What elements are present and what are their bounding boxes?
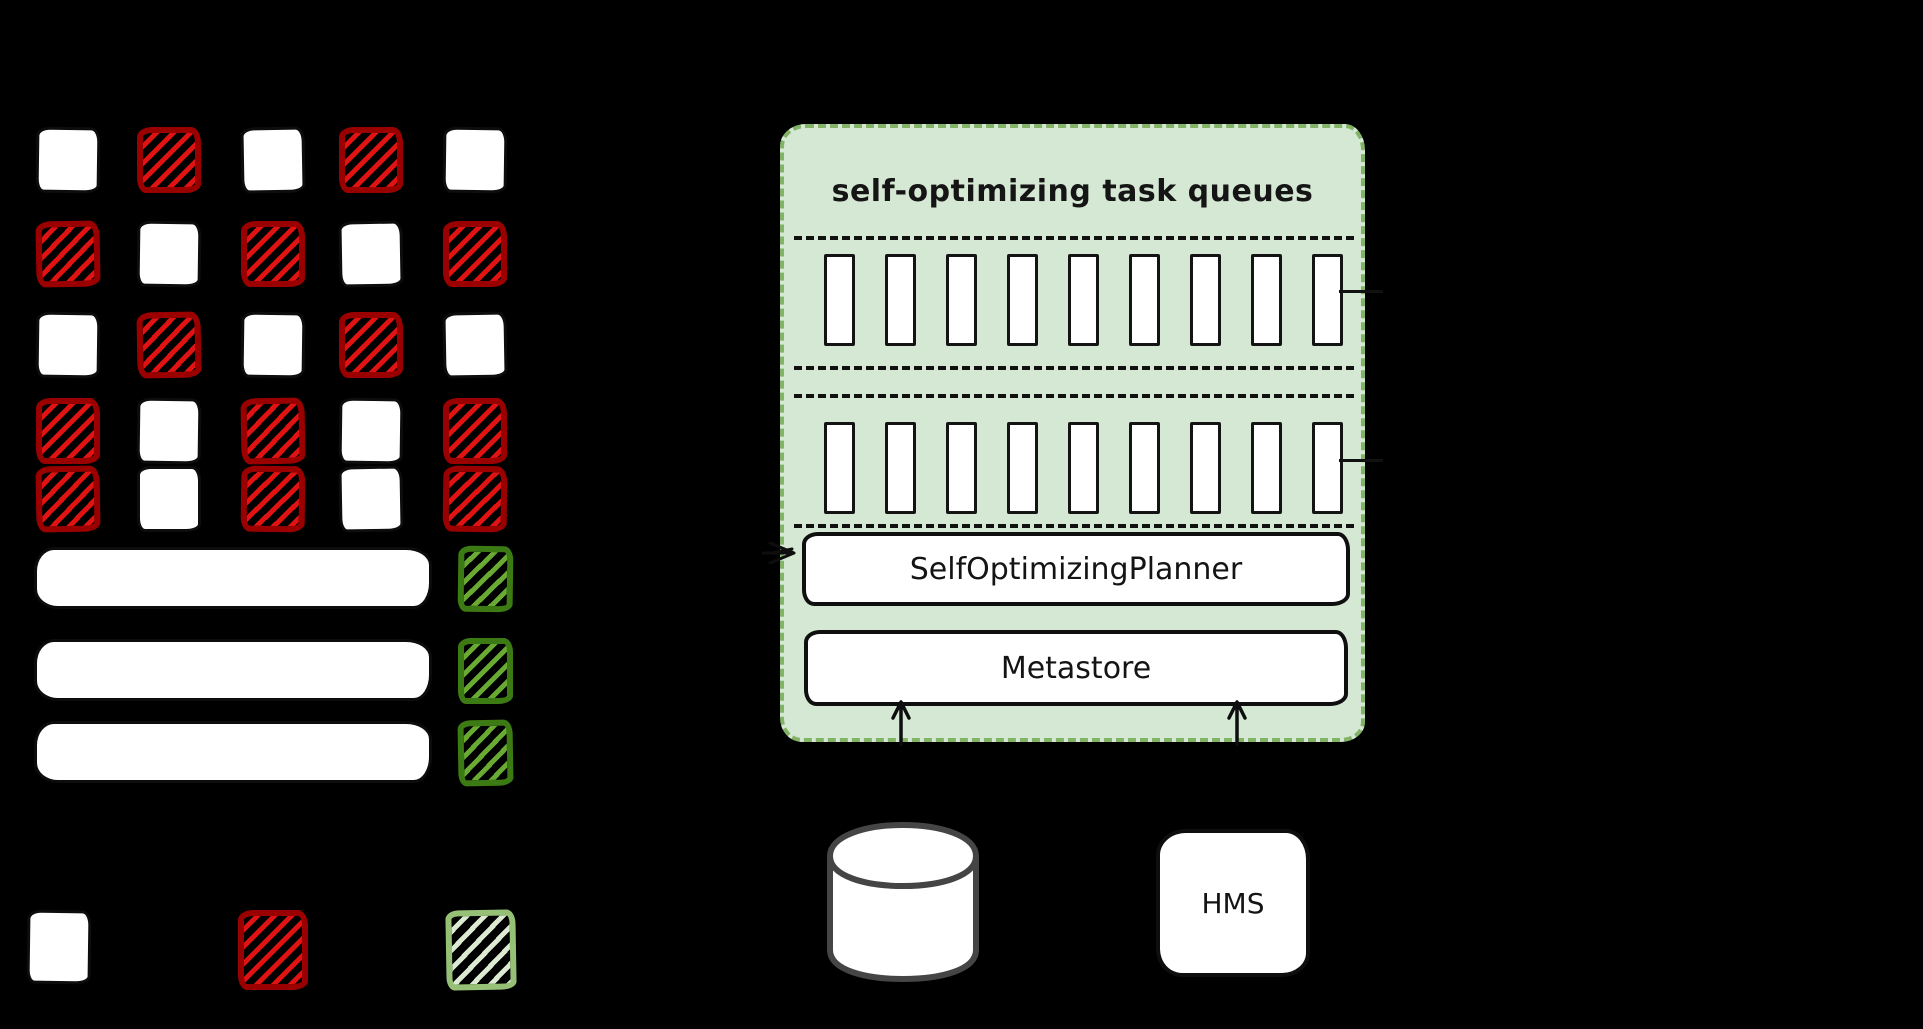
task-queue-slot: [1251, 254, 1282, 346]
task-queue-slot: [1190, 422, 1221, 514]
task-queue-slot: [1312, 422, 1343, 514]
task-queue-slot: [824, 254, 855, 346]
grid-cell-red-hatched: [339, 312, 403, 378]
task-queue-slot: [1129, 254, 1160, 346]
metastore-box: Metastore: [804, 630, 1348, 706]
green-hatched-marker: [457, 719, 514, 787]
task-queue-slot: [1068, 254, 1099, 346]
legend-swatch-red-hatched-square: [238, 910, 308, 990]
grid-cell-red-hatched: [137, 127, 201, 193]
grid-cell-white: [136, 397, 202, 465]
task-queue-slot: [885, 254, 916, 346]
queue-2-connector-line: [1339, 459, 1383, 462]
grid-cell-red-hatched: [241, 221, 305, 287]
task-queue-slot: [946, 422, 977, 514]
task-queue-slot: [824, 422, 855, 514]
task-queue-slot: [1068, 422, 1099, 514]
dashed-separator: [794, 236, 1354, 240]
grid-cell-white: [240, 126, 306, 194]
task-queue-row-2: [824, 422, 1343, 514]
task-queue-slot: [1129, 422, 1160, 514]
hms-label: HMS: [1201, 886, 1265, 920]
green-hatched-marker: [458, 638, 513, 704]
planner-label: SelfOptimizingPlanner: [909, 551, 1243, 587]
grid-cell-white: [442, 126, 508, 194]
planner-input-arrow-icon: [762, 541, 796, 565]
grid-cell-red-hatched: [35, 220, 101, 288]
self-optimizing-planner-box: SelfOptimizingPlanner: [802, 532, 1350, 606]
grid-cell-red-hatched: [442, 465, 508, 533]
grid-cell-red-hatched: [136, 311, 202, 379]
grid-cell-red-hatched: [36, 398, 100, 464]
grid-cell-red-hatched: [240, 465, 306, 533]
task-queue-slot: [1007, 422, 1038, 514]
grid-cell-white: [338, 397, 404, 465]
hms-box: HMS: [1156, 829, 1310, 977]
task-queues-panel: self-optimizing task queues SelfOptimizi…: [780, 124, 1365, 742]
wide-file-bar: [34, 721, 432, 783]
panel-title: self-optimizing task queues: [831, 174, 1314, 209]
grid-cell-red-hatched: [443, 221, 507, 287]
grid-cell-white: [338, 220, 404, 288]
grid-cell-red-hatched: [339, 127, 403, 193]
dashed-separator: [794, 366, 1354, 370]
legend-swatch-lightgreen-hatched-square: [445, 909, 517, 991]
grid-cell-white: [137, 466, 201, 532]
wide-file-bar: [34, 639, 432, 701]
task-queue-slot: [1007, 254, 1038, 346]
task-queue-slot: [885, 422, 916, 514]
task-queue-slot: [946, 254, 977, 346]
task-queue-slot: [1312, 254, 1343, 346]
grid-cell-white: [35, 126, 101, 194]
grid-cell-white: [240, 311, 306, 379]
queue-1-connector-line: [1339, 290, 1383, 293]
grid-cell-white: [442, 311, 508, 379]
grid-cell-white: [136, 220, 202, 288]
task-queue-slot: [1190, 254, 1221, 346]
legend-swatch-white-square: [26, 909, 92, 985]
database-cylinder-icon: [827, 821, 979, 983]
grid-cell-red-hatched: [443, 398, 507, 464]
green-hatched-marker: [457, 545, 514, 613]
grid-cell-white: [338, 465, 404, 533]
metastore-input-arrow-icon-right: [1227, 700, 1247, 746]
grid-cell-red-hatched: [35, 465, 101, 533]
wide-file-bar: [34, 547, 432, 609]
task-queue-slot: [1251, 422, 1282, 514]
dashed-separator: [794, 394, 1354, 398]
grid-cell-red-hatched: [240, 397, 306, 465]
dashed-separator: [794, 524, 1354, 528]
grid-cell-white: [35, 311, 101, 379]
metastore-input-arrow-icon-left: [891, 700, 911, 746]
metastore-label: Metastore: [1000, 650, 1152, 686]
task-queue-row-1: [824, 254, 1343, 346]
